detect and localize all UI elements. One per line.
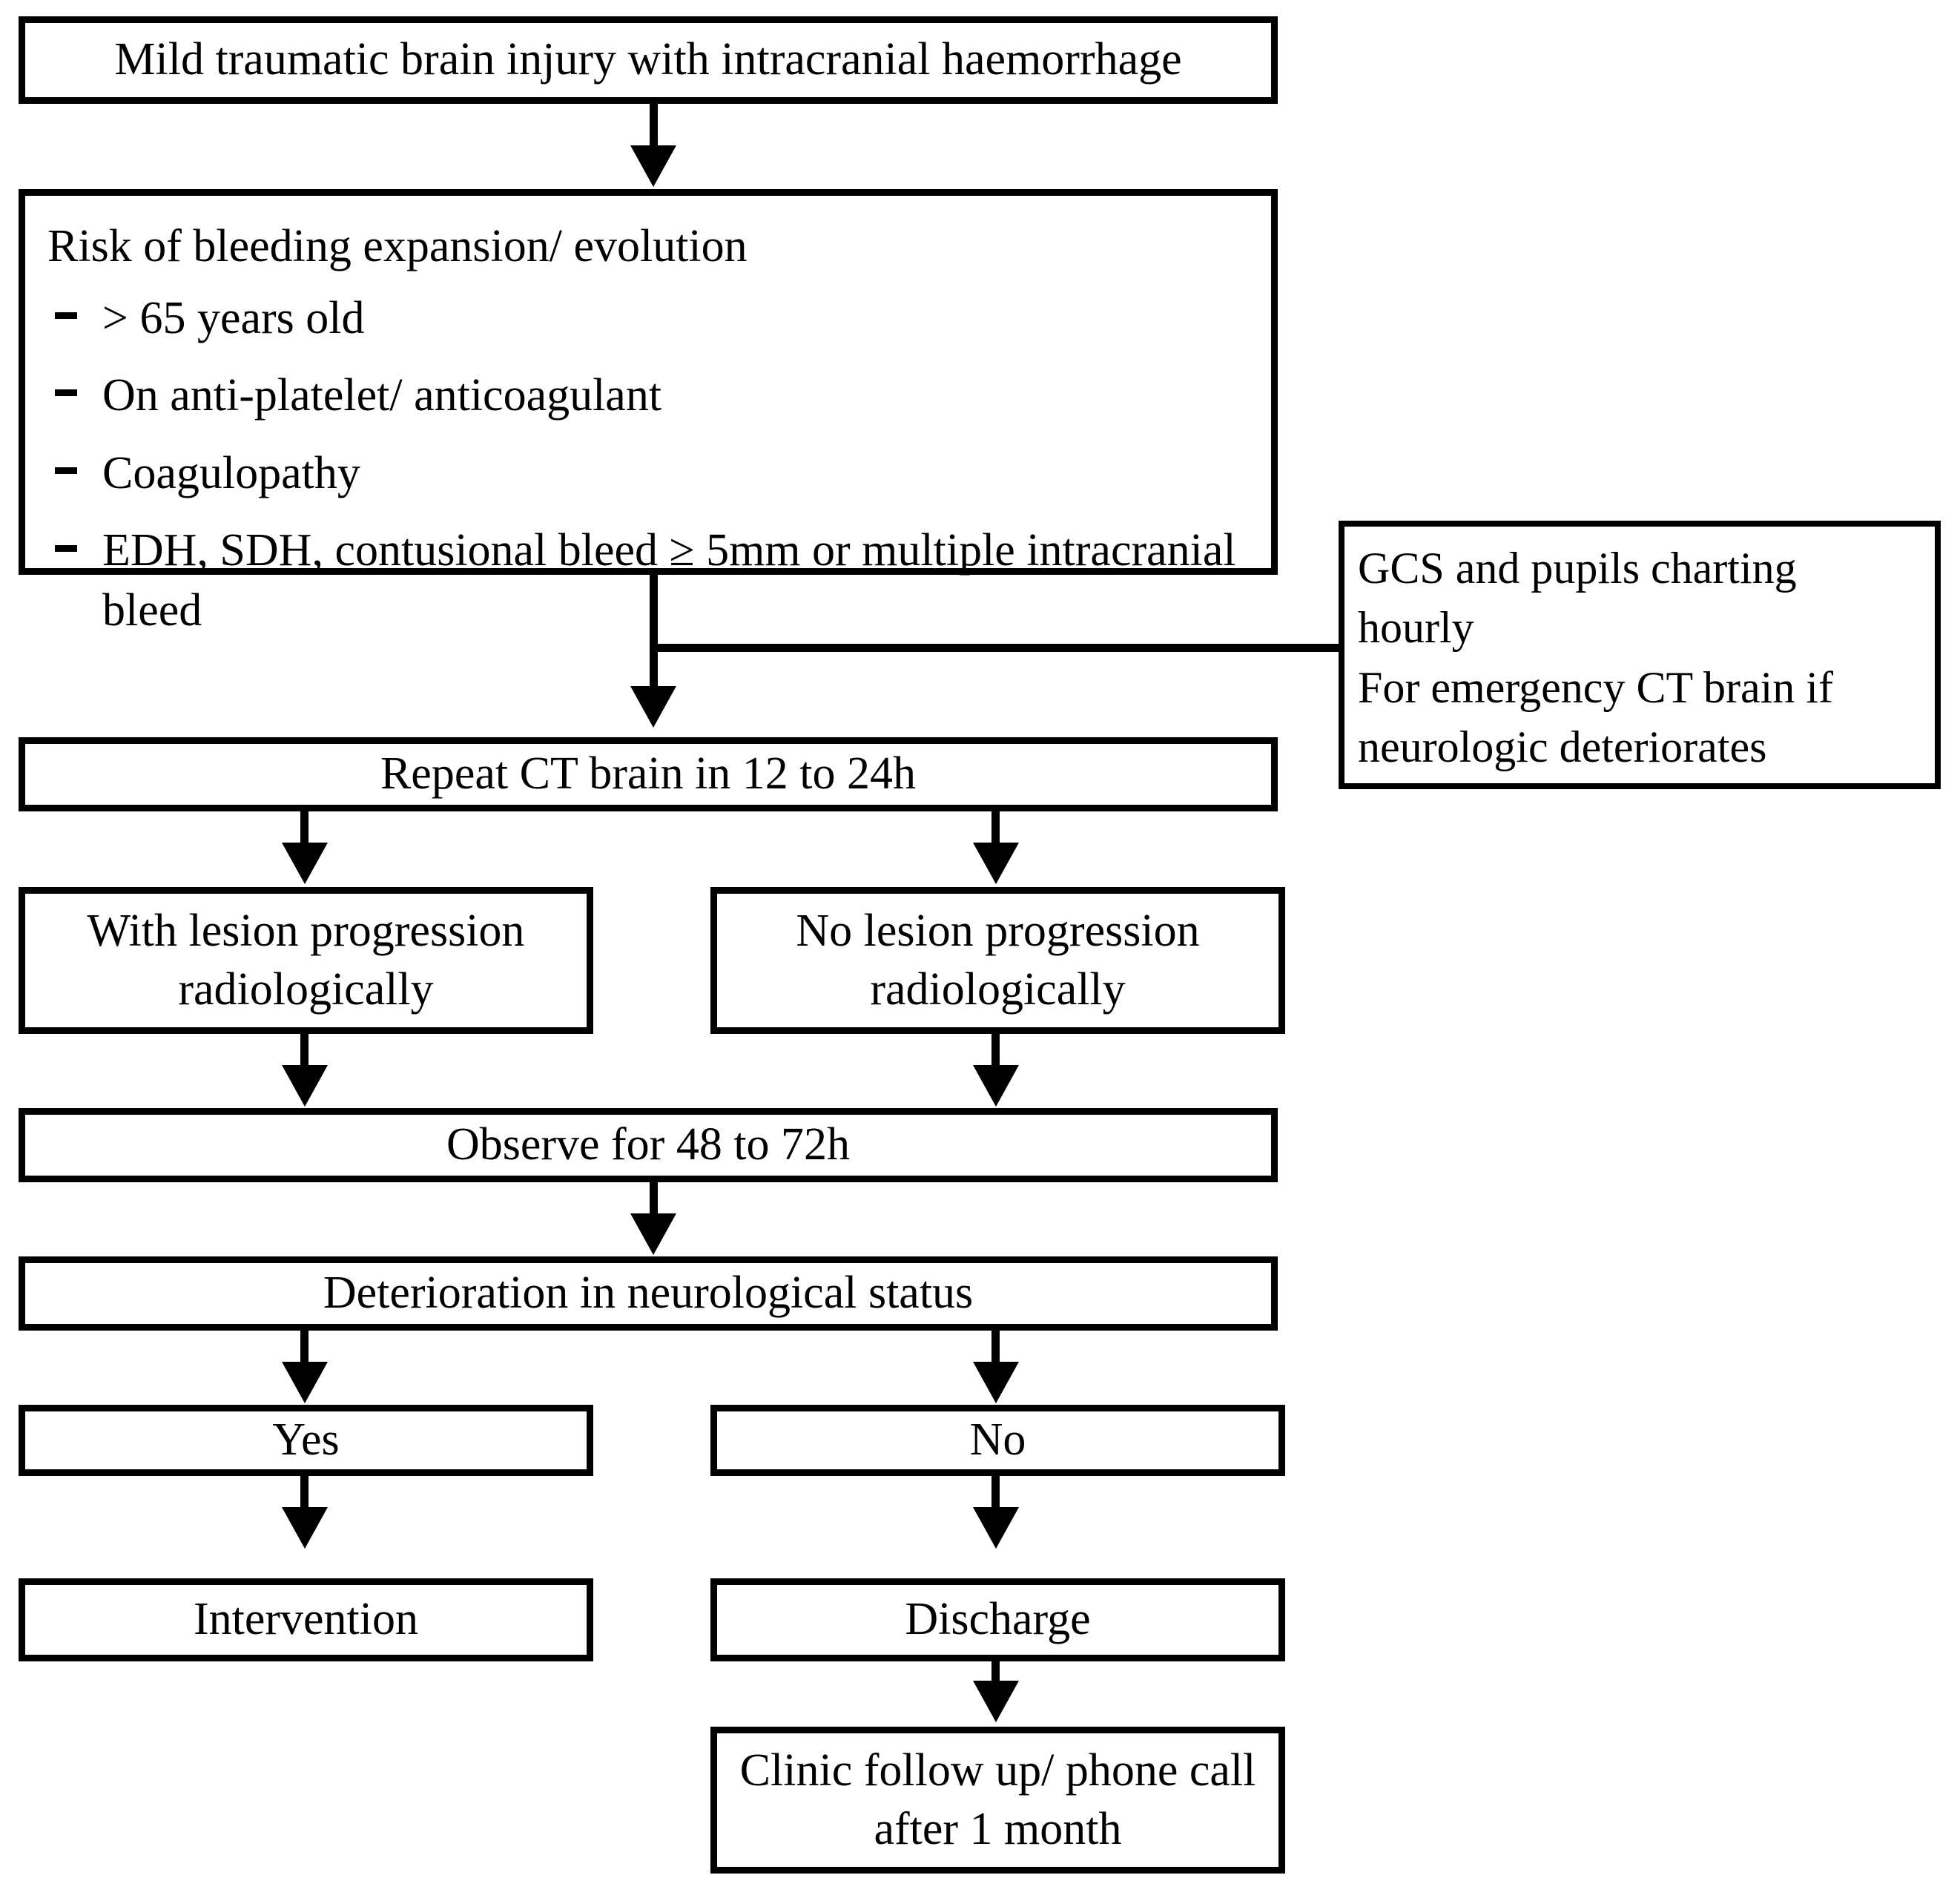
node-clinic-follow-up-label: Clinic follow up/ phone call after 1 mon… (739, 1744, 1256, 1854)
node-intervention-label: Intervention (193, 1594, 418, 1645)
risk-item-label: Coagulopathy (102, 447, 360, 498)
arrowhead-no-to-discharge (973, 1507, 1019, 1549)
node-observe-label: Observe for 48 to 72h (446, 1119, 851, 1170)
node-discharge: Discharge (710, 1578, 1285, 1661)
arrowhead-start-to-risk (630, 145, 676, 187)
dash-bullet-icon (55, 467, 77, 475)
node-deterioration-label: Deterioration in neurological status (323, 1268, 974, 1319)
connector-repeatct-to-with-progression (300, 811, 308, 847)
connector-start-to-risk (650, 104, 658, 157)
dash-bullet-icon (55, 544, 77, 552)
arrowhead-observe-to-deterioration (630, 1213, 676, 1255)
connector-deterioration-to-yes (300, 1331, 308, 1366)
node-yes-label: Yes (272, 1414, 340, 1466)
monitoring-note-line-2: For emergency CT brain if neurologic det… (1358, 662, 1833, 772)
risk-item-label: On anti-platelet/ anticoagulant (102, 370, 662, 421)
connector-no-to-discharge (991, 1476, 1000, 1512)
node-no-label: No (969, 1414, 1026, 1466)
monitoring-note-line-1: GCS and pupils charting hourly (1358, 544, 1797, 653)
connector-observe-to-deterioration (650, 1182, 658, 1218)
arrowhead-deterioration-to-no (973, 1362, 1019, 1403)
node-repeat-ct-label: Repeat CT brain in 12 to 24h (380, 748, 917, 800)
arrowhead-with-progression-to-observe (282, 1065, 328, 1107)
risk-item-label: EDH, SDH, contusional bleed ≥ 5mm or mul… (102, 525, 1236, 636)
connector-to-monitoring-note (650, 644, 1344, 652)
node-monitoring-note: GCS and pupils charting hourly For emerg… (1339, 521, 1941, 789)
node-no-lesion-progression-label: No lesion progression radiologically (796, 905, 1200, 1015)
risk-item: Coagulopathy (44, 444, 1252, 504)
arrowhead-risk-to-repeatct (630, 686, 676, 728)
risk-item-label: > 65 years old (102, 292, 365, 343)
risk-item: On anti-platelet/ anticoagulant (44, 366, 1252, 426)
connector-with-progression-to-observe (300, 1034, 308, 1070)
risk-factor-list: > 65 years old On anti-platelet/ anticoa… (44, 289, 1252, 641)
risk-item: EDH, SDH, contusional bleed ≥ 5mm or mul… (44, 521, 1252, 640)
node-no: No (710, 1405, 1285, 1476)
connector-discharge-to-followup (991, 1661, 1000, 1685)
node-yes: Yes (19, 1405, 593, 1476)
node-observe: Observe for 48 to 72h (19, 1108, 1278, 1182)
node-clinic-follow-up: Clinic follow up/ phone call after 1 mon… (710, 1727, 1285, 1874)
node-discharge-label: Discharge (905, 1594, 1091, 1645)
node-intervention: Intervention (19, 1578, 593, 1661)
arrowhead-discharge-to-followup (973, 1681, 1019, 1722)
arrowhead-deterioration-to-yes (282, 1362, 328, 1403)
arrowhead-yes-to-intervention (282, 1507, 328, 1549)
connector-yes-to-intervention (300, 1476, 308, 1512)
arrowhead-repeatct-to-with-progression (282, 843, 328, 884)
node-with-lesion-progression-label: With lesion progression radiologically (87, 905, 525, 1015)
risk-heading: Risk of bleeding expansion/ evolution (47, 221, 748, 271)
connector-no-progression-to-observe (991, 1034, 1000, 1070)
node-start-label: Mild traumatic brain injury with intracr… (114, 34, 1182, 85)
connector-risk-to-repeatct (650, 575, 658, 693)
arrowhead-no-progression-to-observe (973, 1065, 1019, 1107)
node-repeat-ct: Repeat CT brain in 12 to 24h (19, 737, 1278, 811)
node-start: Mild traumatic brain injury with intracr… (19, 16, 1278, 104)
node-deterioration: Deterioration in neurological status (19, 1256, 1278, 1331)
risk-item: > 65 years old (44, 289, 1252, 349)
connector-deterioration-to-no (991, 1331, 1000, 1366)
node-with-lesion-progression: With lesion progression radiologically (19, 887, 593, 1034)
arrowhead-repeatct-to-no-progression (973, 843, 1019, 884)
connector-repeatct-to-no-progression (991, 811, 1000, 847)
node-risk-factors: Risk of bleeding expansion/ evolution > … (19, 189, 1278, 636)
dash-bullet-icon (55, 312, 77, 319)
node-no-lesion-progression: No lesion progression radiologically (710, 887, 1285, 1034)
dash-bullet-icon (55, 389, 77, 397)
